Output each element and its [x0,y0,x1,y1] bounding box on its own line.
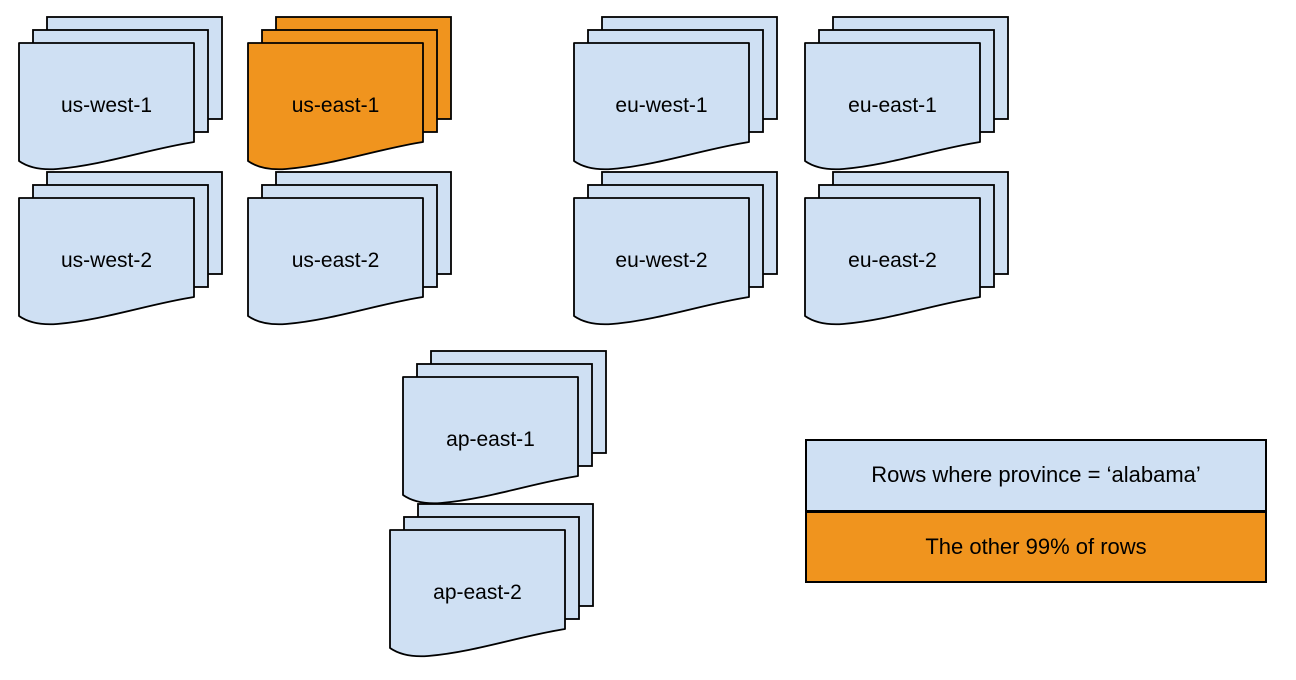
document-stack-icon [389,503,594,658]
document-stack-icon [18,16,223,171]
region-stack-us-west-2: us-west-2 [18,171,223,326]
region-stack-eu-west-2: eu-west-2 [573,171,778,326]
legend-label: Rows where province = ‘alabama’ [871,462,1201,488]
legend-item-other-rows: The other 99% of rows [807,512,1265,581]
document-stack-icon [18,171,223,326]
document-stack-icon [573,171,778,326]
legend-item-alabama-rows: Rows where province = ‘alabama’ [807,441,1265,513]
document-stack-icon [247,16,452,171]
region-stack-ap-east-2: ap-east-2 [389,503,594,658]
region-stack-ap-east-1: ap-east-1 [402,350,607,505]
region-stack-eu-east-1: eu-east-1 [804,16,1009,171]
region-stack-us-east-1: us-east-1 [247,16,452,171]
document-stack-icon [804,16,1009,171]
region-stack-us-west-1: us-west-1 [18,16,223,171]
region-stack-us-east-2: us-east-2 [247,171,452,326]
legend: Rows where province = ‘alabama’ The othe… [805,439,1267,583]
document-stack-icon [402,350,607,505]
region-stack-eu-west-1: eu-west-1 [573,16,778,171]
region-stack-eu-east-2: eu-east-2 [804,171,1009,326]
document-stack-icon [573,16,778,171]
document-stack-icon [247,171,452,326]
legend-label: The other 99% of rows [925,533,1147,559]
document-stack-icon [804,171,1009,326]
